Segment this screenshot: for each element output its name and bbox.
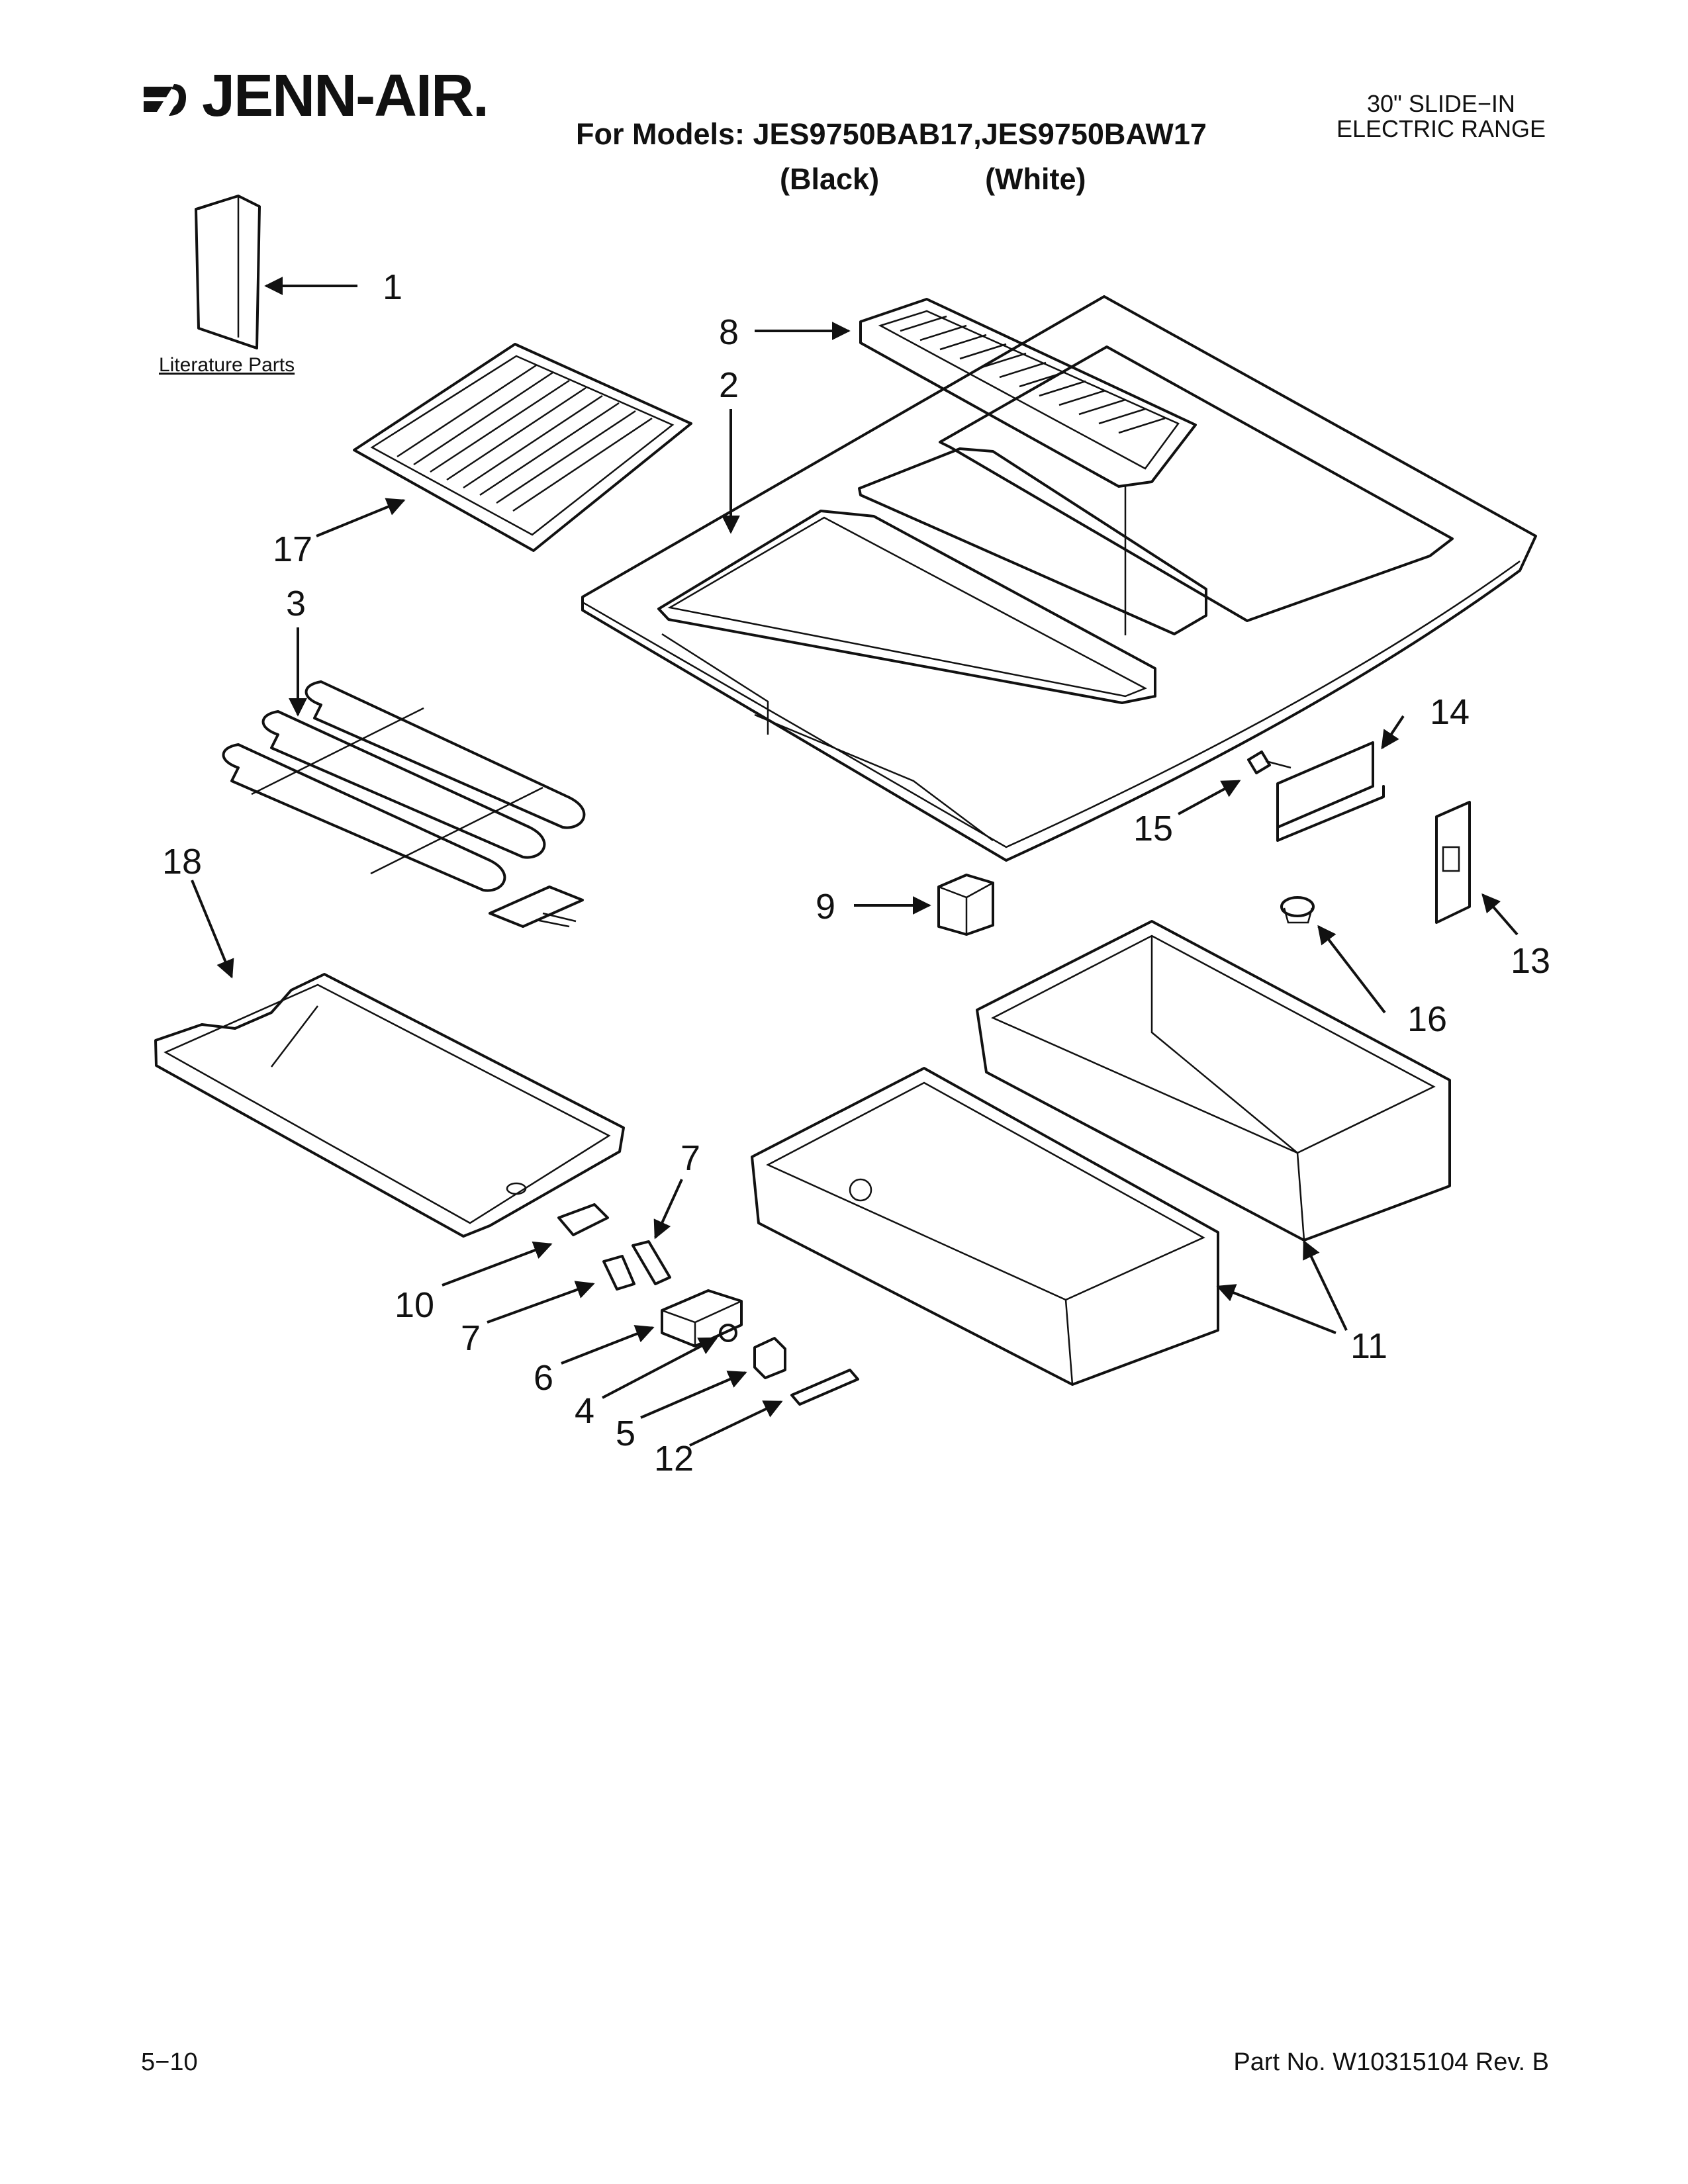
arrow-7a: [653, 1179, 683, 1240]
bracket-13: [1435, 801, 1471, 924]
models-title: For Models: JES9750BAB17,JES9750BAW17: [576, 117, 1207, 151]
drawer-11-upper: [976, 920, 1451, 1242]
product-line-2: ELECTRIC RANGE: [1336, 114, 1546, 142]
callout-6: 6: [534, 1358, 553, 1398]
arrow-16: [1317, 925, 1386, 1014]
callout-2: 2: [719, 365, 739, 405]
arrow-17: [316, 498, 406, 537]
callout-7b: 7: [461, 1318, 481, 1358]
arrow-11b: [1216, 1284, 1336, 1334]
callout-10: 10: [395, 1285, 434, 1325]
callout-1: 1: [383, 267, 402, 307]
part-4-nut: [719, 1324, 737, 1342]
arrow-7b: [487, 1281, 595, 1324]
callout-11: 11: [1350, 1326, 1387, 1366]
callout-3: 3: [286, 584, 306, 623]
color-white-label: (White): [985, 162, 1086, 196]
callout-9: 9: [816, 887, 835, 927]
part-7-clip-a: [632, 1240, 671, 1285]
callout-8: 8: [719, 312, 739, 352]
arrow-13: [1481, 893, 1519, 936]
arrow-18: [191, 880, 234, 979]
product-type: 30" SLIDE−IN ELECTRIC RANGE: [1336, 91, 1546, 142]
callout-labels: 1 8 2 17 3 14 15 18 9 13 16 7 10 7 6 4 5…: [162, 267, 1550, 1479]
arrow-6: [561, 1325, 655, 1365]
vent-grille: [859, 298, 1197, 635]
brand-logo: JENN-AIR.: [142, 63, 489, 129]
jenn-air-logo-mark-icon: [144, 84, 186, 116]
arrow-4: [602, 1337, 718, 1399]
callout-15: 15: [1133, 809, 1173, 848]
part-6-terminal-block: [661, 1289, 743, 1347]
callout-arrows: [191, 277, 1519, 1447]
drawer-11-lower: [751, 1067, 1219, 1386]
callout-17: 17: [273, 529, 312, 569]
callout-13: 13: [1511, 941, 1550, 981]
arrow-5: [640, 1371, 747, 1419]
arrow-10: [442, 1241, 553, 1287]
part-12-bracket: [790, 1369, 859, 1406]
part-7-clip-b: [602, 1255, 635, 1291]
callout-16: 16: [1407, 999, 1447, 1039]
arrow-14: [1381, 715, 1405, 750]
callout-5: 5: [616, 1414, 635, 1453]
part-number: Part No. W10315104 Rev. B: [1233, 2048, 1549, 2076]
color-variants: (Black) (White): [780, 162, 1086, 197]
product-line-1: 30" SLIDE−IN: [1367, 90, 1515, 117]
arrow-12: [689, 1400, 783, 1447]
cooktop: [581, 295, 1537, 862]
literature-parts-label: Literature Parts: [159, 354, 295, 376]
callout-7a: 7: [680, 1138, 700, 1178]
literature-booklet: [195, 195, 261, 349]
bracket-14: [1276, 741, 1385, 842]
callout-4: 4: [575, 1391, 594, 1431]
callout-14: 14: [1430, 692, 1470, 732]
bake-element: [222, 680, 586, 928]
grill-grate: [353, 343, 692, 552]
callout-12: 12: [654, 1439, 694, 1479]
arrow-15: [1178, 780, 1241, 815]
color-black-label: (Black): [780, 162, 880, 196]
arrow-11a: [1303, 1240, 1348, 1331]
plug-16: [1280, 896, 1315, 924]
screw-15: [1247, 751, 1291, 774]
page-number: 5−10: [141, 2048, 198, 2076]
drip-pan-18: [154, 973, 625, 1238]
brand-name: JENN-AIR.: [202, 63, 489, 129]
callout-18: 18: [162, 842, 202, 882]
block-9: [937, 874, 994, 936]
part-10-pad: [557, 1203, 609, 1236]
part-5-clip: [753, 1337, 786, 1379]
